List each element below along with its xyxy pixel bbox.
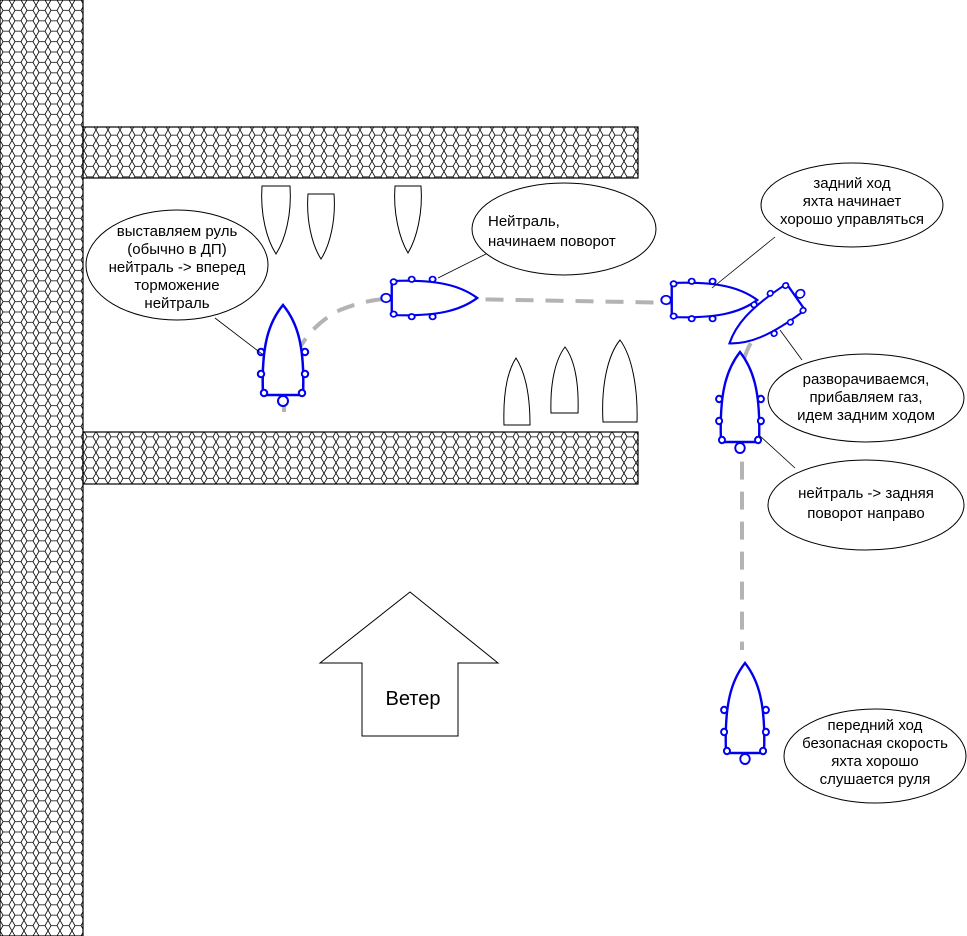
moored-boat <box>503 357 531 426</box>
moored-boat <box>602 339 638 423</box>
connector-line <box>779 329 803 361</box>
callout-line: передний ход <box>828 717 923 734</box>
yacht-position-2 <box>380 275 479 321</box>
callout-line: яхта хорошо <box>831 753 918 770</box>
callout-line: хорошо управляться <box>780 211 924 228</box>
connector-line <box>214 317 263 355</box>
pier-lower <box>82 431 639 485</box>
yacht-position-5 <box>714 350 766 455</box>
connector-line <box>711 236 776 289</box>
callout-line: нейтраль <box>144 295 209 312</box>
callout-line: прибавляем газ, <box>809 389 922 406</box>
callout-bubble <box>767 353 965 443</box>
callout-bubble <box>85 209 269 321</box>
moored-boat <box>394 185 422 254</box>
callout-line: безопасная скорость <box>802 735 948 752</box>
maneuver-path <box>282 295 791 650</box>
callout-bubble <box>767 459 965 551</box>
callout-reverse-control: задний ход яхта начинает хорошо управлят… <box>780 175 924 228</box>
wind-arrow <box>318 591 500 737</box>
moored-boat <box>261 185 291 255</box>
callout-line: нейтраль -> вперед <box>109 259 246 276</box>
wind-label: Ветер <box>386 688 441 710</box>
callout-bubble <box>783 708 967 804</box>
callout-line: Нейтраль, <box>488 213 560 230</box>
moored-boat <box>307 193 335 260</box>
callout-line: идем задним ходом <box>797 407 935 424</box>
callout-turn-around: разворачиваемся, прибавляем газ, идем за… <box>797 371 935 424</box>
callout-bubble <box>471 182 657 276</box>
callout-neutral-turn: Нейтраль, начинаем поворот <box>488 213 616 250</box>
callout-neutral-reverse: нейтраль -> задняя поворот направо <box>798 485 934 522</box>
callout-line: слушается руля <box>820 771 931 788</box>
callout-line: выставляем руль <box>117 223 238 240</box>
callout-line: (обычно в ДП) <box>127 241 226 258</box>
callout-line: поворот направо <box>807 505 925 522</box>
callout-line: начинаем поворот <box>488 233 616 250</box>
callout-forward-safe: передний ход безопасная скорость яхта хо… <box>802 717 948 788</box>
connector-line <box>759 435 796 469</box>
quay-wall-left <box>0 0 84 936</box>
connector-line <box>437 252 489 279</box>
pier-upper <box>82 126 639 179</box>
yacht-position-6 <box>719 661 771 766</box>
moored-boat <box>550 346 579 414</box>
yacht-position-1 <box>256 303 310 408</box>
callout-line: разворачиваемся, <box>803 371 930 388</box>
yacht-position-3 <box>660 277 759 323</box>
callout-line: торможение <box>134 277 219 294</box>
callout-bubble <box>760 162 944 248</box>
callout-line: нейтраль -> задняя <box>798 485 934 502</box>
callout-rudder-set: выставляем руль (обычно в ДП) нейтраль -… <box>109 223 246 312</box>
callout-line: задний ход <box>813 175 891 192</box>
callout-line: яхта начинает <box>803 193 902 210</box>
